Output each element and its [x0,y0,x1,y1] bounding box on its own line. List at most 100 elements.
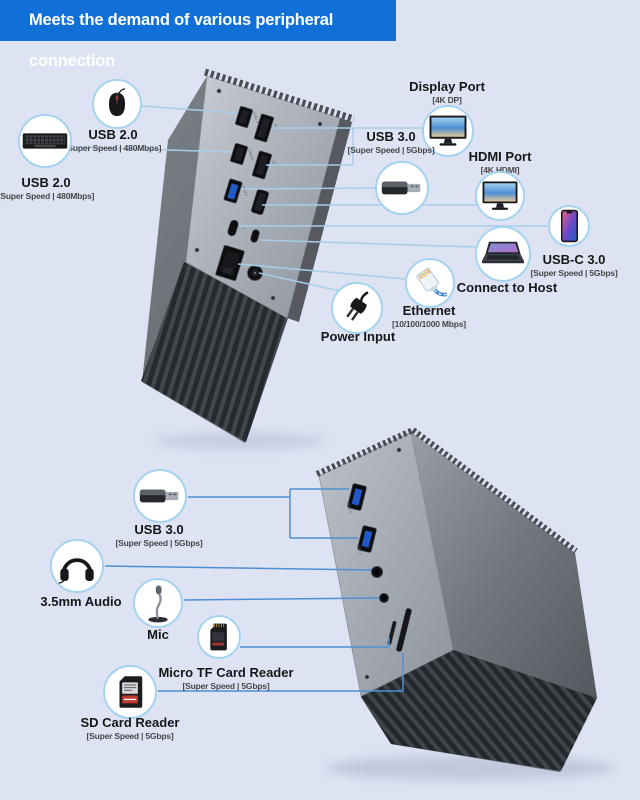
keyboard-callout-circle [18,114,72,168]
smartphone-icon [560,209,578,243]
usb3-rear-label: USB 3.0 [Super Speed | 5Gbps] [311,129,471,156]
dock-front-fins [361,650,597,771]
sd-label-text: SD Card Reader [80,715,180,730]
usb2-port-2 [230,143,248,165]
usb2-mouse-label: USB 2.0 [Super Speed | 480Mbps] [33,127,193,154]
displayport-sublabel-text: [4K DP] [432,94,462,105]
usbc-label-text: USB-C 3.0 [542,252,606,267]
tf-label-text: Micro TF Card Reader [158,665,294,680]
dock-front-serration-2 [411,427,578,554]
dock-rear-panel [185,75,341,319]
mic-label: Mic [78,627,238,643]
ethernet-cable-icon [416,267,448,297]
audio-callout-circle [50,539,104,593]
power-jack [247,265,263,281]
engraving-usb2-2: USB2.0 [247,148,254,160]
usb3-front-sublabel-text: [Super Speed | 5Gbps] [115,537,203,548]
line-mic [183,597,380,601]
microphone-icon [148,585,168,623]
dock-rear-screws [194,88,323,301]
mic-jack [379,593,389,603]
ethernet-port [215,245,245,281]
line-ethernet [237,263,406,280]
engraving-usb3-front-2: USB3.0 [356,543,363,555]
usb3-rear-label-text: USB 3.0 [366,129,416,144]
banner: Meets the demand of various peripheral c… [0,0,396,70]
dock-front-view: USB3.0 USB3.0 [315,427,597,772]
engraving-usb3: USB3.0 [241,184,248,196]
usb2-keyboard-label: USB 2.0 [Super Speed | 480Mbps] [0,175,126,202]
mouse-callout-circle [92,79,142,129]
dock-rear-shadow [155,432,325,450]
dock-front-side [411,432,597,698]
sd-card-icon [119,676,143,708]
dock-front-shadow [325,755,615,781]
line-power [258,272,341,292]
hdmi-port [251,189,269,215]
dock-rear-serration [203,68,356,123]
mouse-icon [109,88,126,116]
front-port-engravings: USB3.0 USB3.0 [346,501,363,555]
host-label: Connect to Host [427,280,587,296]
engraving-usb3-front-1: USB3.0 [346,501,353,513]
usb3-rear-sublabel-text: [Super Speed | 5Gbps] [347,144,435,155]
usb-flash-drive-icon [139,489,179,503]
engraving-dp-2: DP [271,160,276,166]
dock-front-serration-1 [315,427,415,477]
audio-jack [371,566,383,578]
banner-title: Meets the demand of various peripheral c… [29,11,334,70]
power-label: Power Input [278,329,438,345]
usbc-callout-circle [548,205,590,247]
displayport-callout-circle [422,105,474,157]
hdmi-sublabel-text: [4K HDMI] [480,164,520,175]
usb2-port-1 [235,106,253,128]
host-label-text: Connect to Host [456,280,558,295]
audio-label: 3.5mm Audio [1,594,161,610]
usb2-mouse-sublabel-text: [Super Speed | 480Mbps] [64,142,162,153]
rear-port-engravings: USB2.0 DP USB2.0 DP USB3.0 C [241,111,278,231]
usb-flash-drive-icon [381,181,421,195]
power-callout-circle [331,282,383,334]
tf-card-slot [387,620,397,645]
dock-front-screws [364,447,402,680]
line-usb3-rear [240,187,376,190]
tf-sublabel-text: [Super Speed | 5Gbps] [182,680,270,691]
displayport-label: Display Port [4K DP] [367,79,527,106]
mic-label-text: Mic [147,627,169,642]
mic-callout-circle [133,578,183,628]
dock-rear-fins [141,262,288,442]
usb3-front-label-text: USB 3.0 [134,522,184,537]
engraving-usbc: C [242,227,247,231]
usb2-keyboard-label-text: USB 2.0 [21,175,71,190]
usb2-keyboard-sublabel-text: [Super Speed | 480Mbps] [0,190,95,201]
headphones-icon [58,558,94,584]
usbc-host-port [250,229,260,243]
displayport-port-1 [254,113,274,143]
sd-card-slot [396,608,412,652]
keyboard-icon [22,133,68,149]
ethernet-label-text: Ethernet [402,303,456,318]
usb2-mouse-label-text: USB 2.0 [88,127,138,142]
sd-sublabel-text: [Super Speed | 5Gbps] [86,730,174,741]
ethernet-sublabel-text: [10/100/1000 Mbps] [392,318,466,329]
line-usb2-mouse [141,105,238,114]
laptop-icon [482,241,524,264]
host-callout-circle [475,226,531,282]
micro-tf-card-icon [210,623,227,651]
monitor-icon [429,115,467,146]
usb3-front-label: USB 3.0 [Super Speed | 5Gbps] [79,522,239,549]
usb3-front-port-2 [357,525,377,553]
usbc-sublabel-text: [Super Speed | 5Gbps] [530,267,618,278]
displayport-port-2 [252,150,272,180]
monitor-icon [482,181,518,210]
line-tf [240,637,390,648]
usb3-front-callout-circle [133,469,187,523]
dock-front-body [319,432,597,772]
dock-front-panel [318,431,454,697]
usb3-rear-callout-circle [375,161,429,215]
ethernet-label: Ethernet [10/100/1000 Mbps] [349,303,509,330]
engraving-usb2-1: USB2.0 [252,111,259,123]
